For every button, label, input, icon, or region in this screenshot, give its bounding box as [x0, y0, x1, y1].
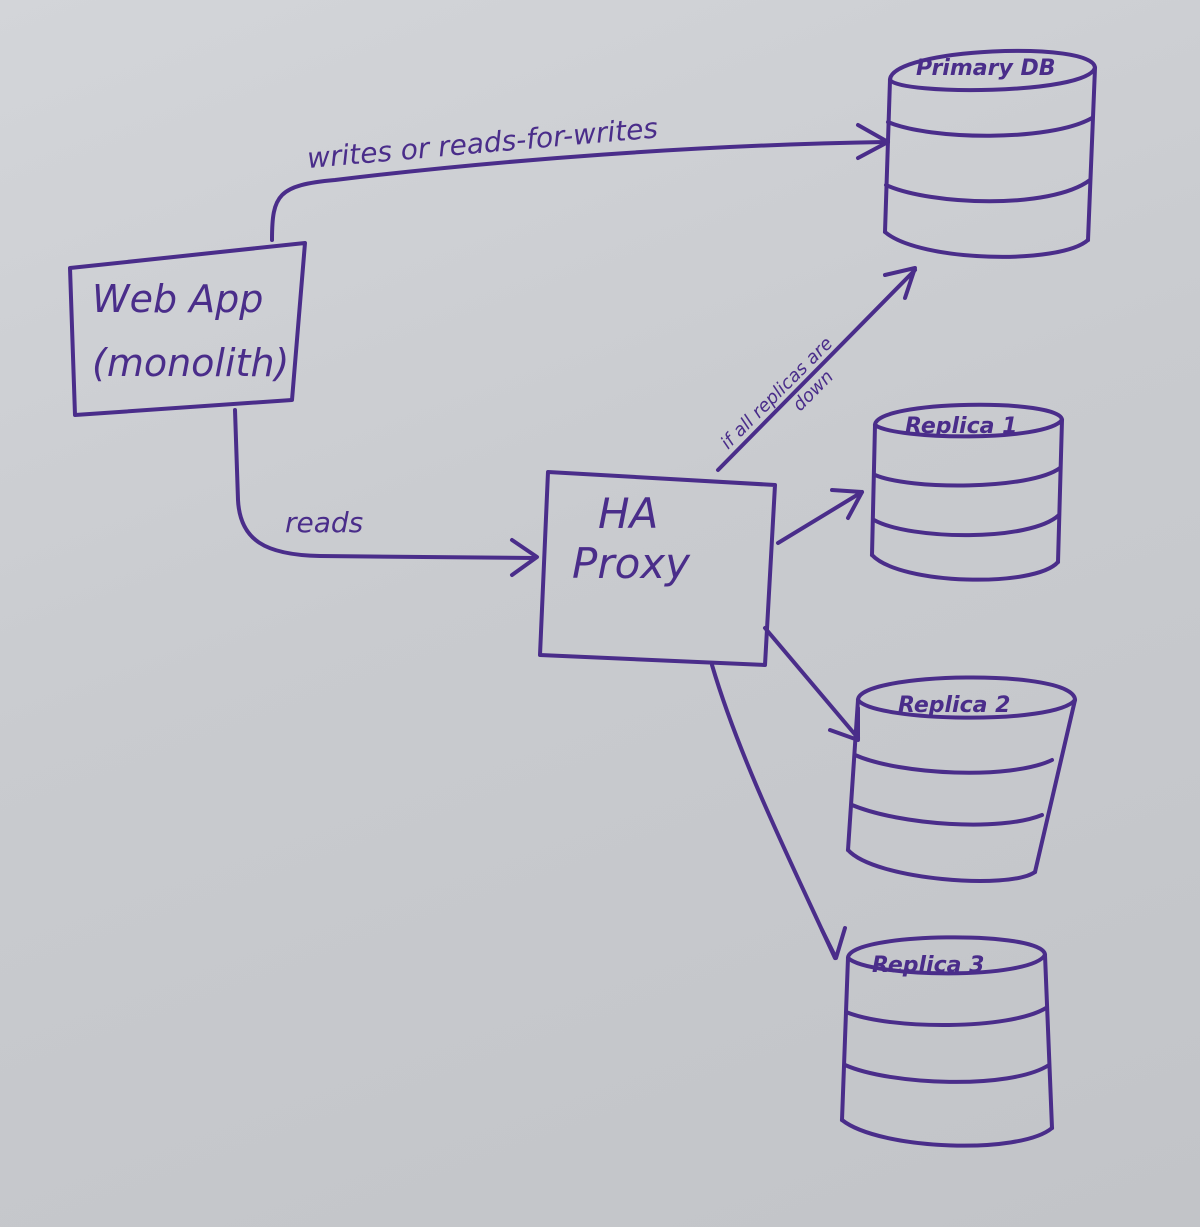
replica-2-node: Replica 2	[846, 675, 1077, 883]
web-app-label-line1: Web App	[92, 277, 263, 321]
ha-proxy-node: HA Proxy	[538, 470, 777, 667]
replica-2-label: Replica 2	[898, 693, 1010, 718]
edge-proxy-to-replica-2	[763, 626, 860, 742]
edge-label-reads: reads	[285, 506, 363, 539]
ha-proxy-label-line1: HA	[598, 489, 658, 538]
replica-1-node: Replica 1	[870, 402, 1064, 582]
ha-proxy-label-line2: Proxy	[572, 539, 691, 588]
web-app-node: Web App (monolith)	[68, 241, 307, 417]
primary-db-label: Primary DB	[916, 56, 1056, 81]
primary-db-node: Primary DB	[883, 48, 1097, 259]
edge-proxy-to-replica-1	[776, 488, 864, 545]
replica-3-label: Replica 3	[872, 953, 984, 978]
web-app-label-line2: (monolith)	[92, 341, 289, 385]
edge-webapp-to-proxy: reads	[233, 408, 539, 577]
edge-webapp-to-primary: writes or reads-for-writes	[270, 111, 890, 242]
replica-1-label: Replica 1	[905, 414, 1017, 439]
edge-proxy-to-replica-3	[710, 663, 847, 960]
edge-proxy-to-primary: if all replicas are down	[716, 266, 917, 472]
replica-3-node: Replica 3	[840, 935, 1054, 1148]
